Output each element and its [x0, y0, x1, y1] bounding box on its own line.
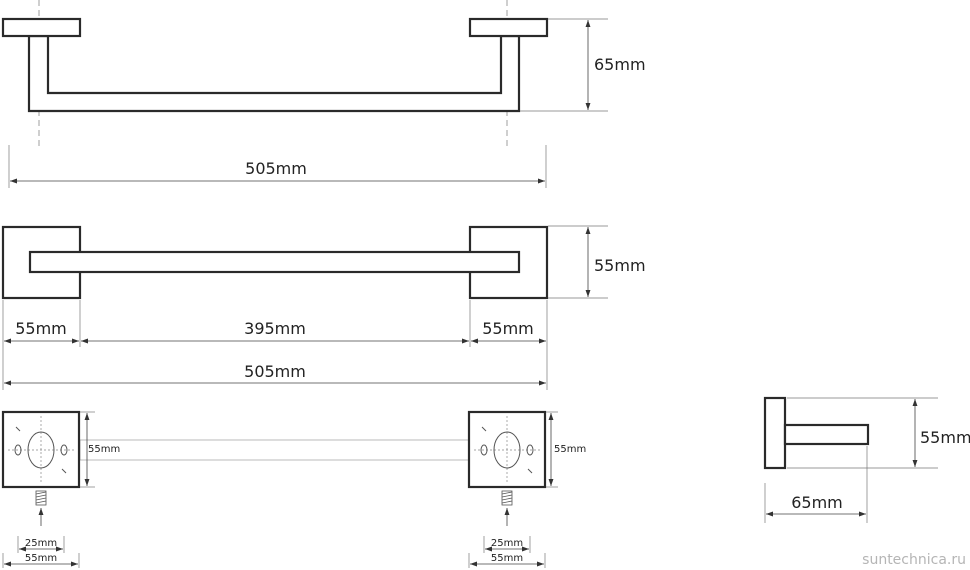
watermark: suntechnica.ru: [862, 552, 966, 568]
top-view: 55mm 55mm 395mm 55mm 505mm: [1, 225, 646, 390]
right-plate-right-screw-hole-icon: [526, 444, 534, 456]
right-screw-spacing-label: 25mm: [491, 538, 523, 549]
left-plate-width-label: 55mm: [25, 553, 57, 564]
side-view: 55mm 65mm: [763, 396, 970, 523]
side-height-label: 55mm: [920, 428, 970, 447]
bar-length-label: 395mm: [244, 319, 306, 338]
left-keyhole-icon: [27, 431, 55, 469]
bar-top: [28, 250, 521, 274]
right-plate-width-label: 55mm: [491, 553, 523, 564]
left-screw-spacing-label: 25mm: [25, 538, 57, 549]
right-mount-height-label: 55mm: [554, 444, 586, 455]
right-plate-left-screw-hole-icon: [480, 444, 488, 456]
right-screw-hole-icon: [60, 444, 68, 456]
bar-outline-mounting: [79, 439, 471, 461]
top-depth-label: 55mm: [594, 256, 646, 275]
left-base-label: 55mm: [15, 319, 67, 338]
left-screw-icon: [35, 490, 47, 506]
side-flange: [763, 396, 787, 470]
right-mounting-plate: [467, 410, 547, 489]
right-keyhole-icon: [493, 431, 521, 469]
right-screw-icon: [501, 490, 513, 506]
right-base-label: 55mm: [482, 319, 534, 338]
front-width-label: 505mm: [245, 159, 307, 178]
left-mount-height-label: 55mm: [88, 444, 120, 455]
right-flange-front: [468, 17, 549, 38]
left-screw-hole-icon: [14, 444, 22, 456]
side-depth-label: 65mm: [791, 493, 843, 512]
overall-width-label: 505mm: [244, 362, 306, 381]
left-mounting-plate: [1, 410, 81, 489]
mounting-view: 55mm 25mm 55mm: [1, 410, 586, 568]
towel-bar-front-profile: [27, 34, 521, 113]
side-arm: [783, 423, 870, 446]
left-flange-front: [1, 17, 82, 38]
front-height-label: 65mm: [594, 55, 646, 74]
front-view: 65mm 505mm: [1, 0, 646, 188]
